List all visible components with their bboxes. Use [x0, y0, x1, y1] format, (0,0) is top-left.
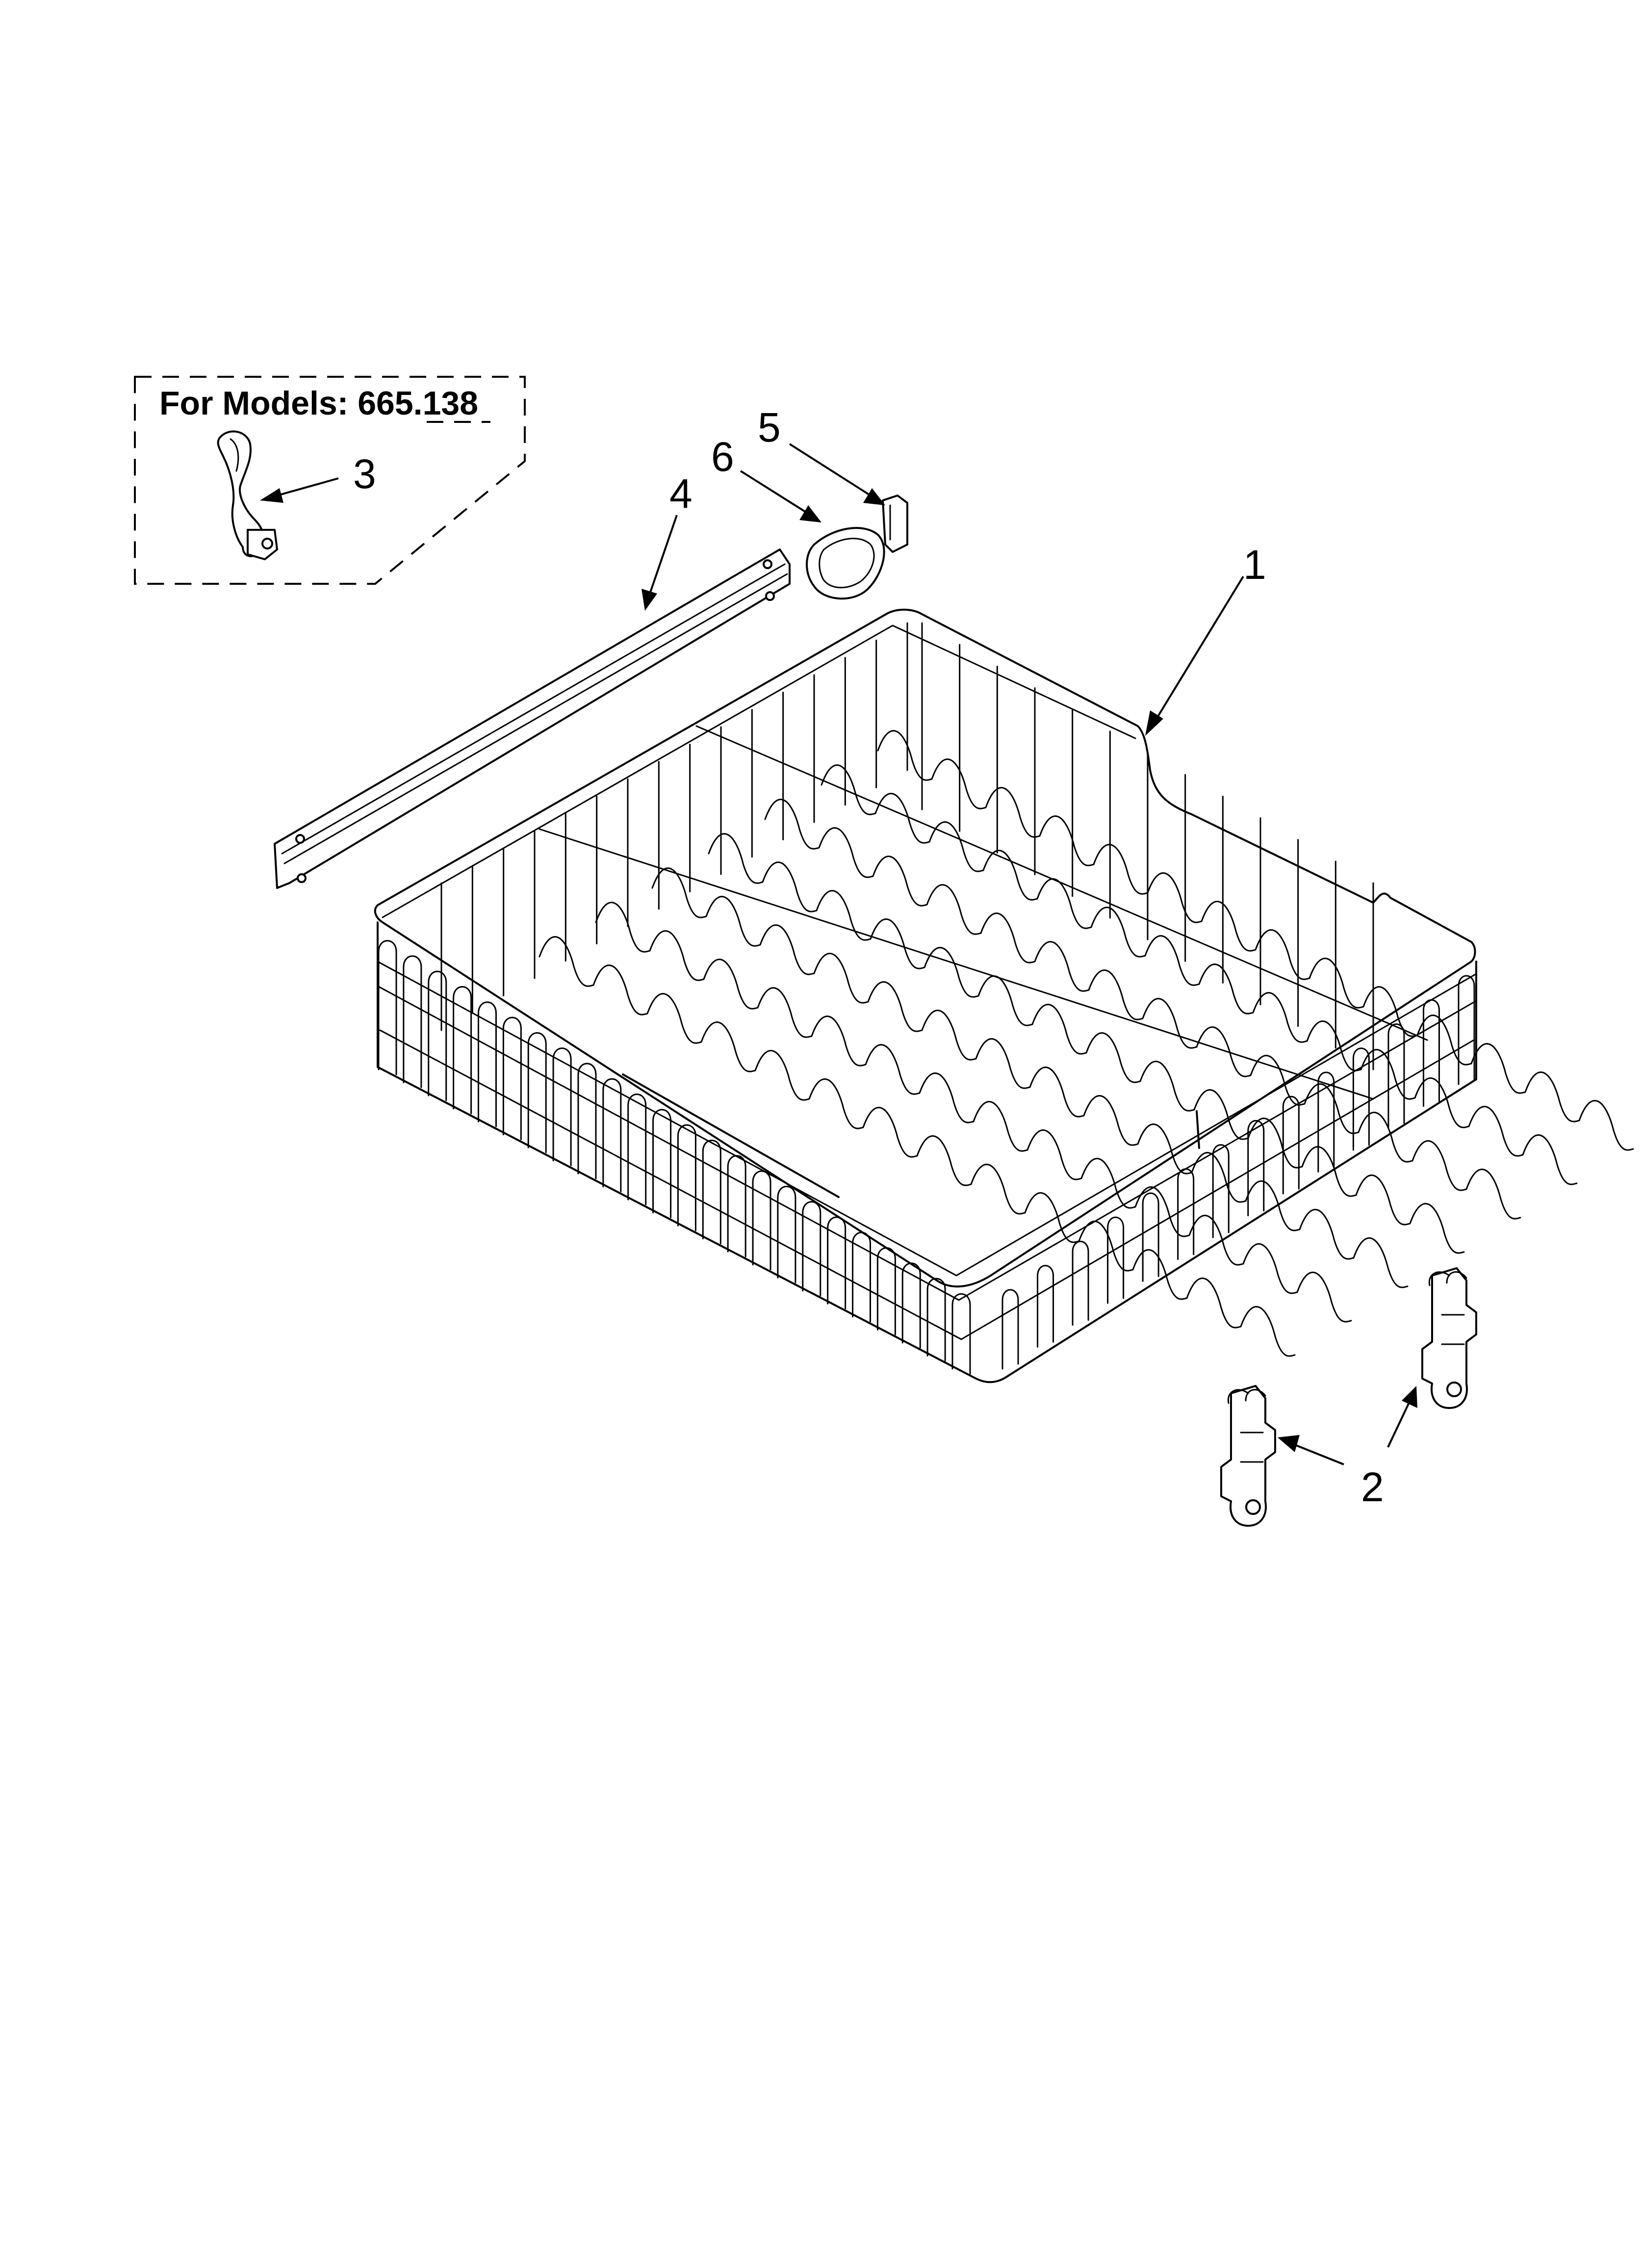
rack-wire	[752, 1170, 771, 1271]
rack-tine-row	[651, 867, 1409, 1288]
rack-tines	[539, 730, 1634, 1357]
callout-5: 5	[758, 404, 781, 450]
rack-wire	[1247, 1120, 1265, 1217]
rack-tine-row	[764, 799, 1521, 1220]
rack-wire	[602, 1078, 622, 1193]
rack-wire	[727, 1155, 746, 1257]
rack-wire	[677, 1124, 696, 1231]
rack-wire	[453, 986, 472, 1115]
rack-wire	[1037, 1265, 1054, 1348]
upper-dishrack-part	[374, 608, 1634, 1383]
model-note-text: For Models: 665.138	[159, 385, 478, 422]
rack-wire	[577, 1063, 597, 1179]
rack-wire	[527, 1032, 547, 1153]
callout-4: 4	[669, 470, 693, 517]
rack-wire	[1142, 1192, 1159, 1282]
rack-wire	[802, 1201, 821, 1297]
rack-wire	[1458, 975, 1475, 1085]
rack-wire	[1072, 1241, 1089, 1326]
rack-wire	[1107, 1216, 1125, 1304]
dishrack-clip-part	[217, 430, 278, 560]
rack-wire	[378, 940, 397, 1075]
clip-part	[882, 495, 908, 553]
rack-wire	[627, 1094, 647, 1205]
callout-2: 2	[1361, 1464, 1384, 1510]
rack-wire	[428, 970, 447, 1101]
rack-wire	[827, 1216, 847, 1309]
callout-6: 6	[711, 434, 734, 480]
rack-wire	[926, 1277, 946, 1361]
rack-wire	[502, 1017, 522, 1141]
rack-wire	[852, 1231, 872, 1323]
rack-wire	[652, 1109, 672, 1219]
rack-wire	[901, 1262, 921, 1349]
model-inset: For Models: 665.138	[134, 376, 526, 585]
rack-wire	[876, 1247, 896, 1335]
rack-wire	[1177, 1168, 1195, 1260]
rack-wire	[951, 1293, 971, 1375]
rack-tine-row	[821, 764, 1578, 1185]
rack-wire	[552, 1047, 572, 1167]
rack-adjuster-part-right	[1421, 1267, 1477, 1409]
rack-wires-front-left	[378, 940, 971, 1375]
rack-adjuster-part-left	[1220, 1385, 1276, 1527]
rack-tine-row	[708, 833, 1465, 1254]
callout-1: 1	[1243, 542, 1266, 588]
rack-wire	[1422, 999, 1440, 1107]
rack-tine-row	[877, 730, 1634, 1151]
rack-wire	[403, 955, 422, 1089]
rack-tine-row	[595, 902, 1352, 1323]
leader-lines	[260, 443, 1417, 1465]
rack-wire	[702, 1139, 721, 1245]
rack-wires-front-right	[1001, 975, 1475, 1370]
callout-labels: 1 2 3 4 5 6	[353, 404, 1384, 1510]
rack-wire	[477, 1001, 497, 1127]
rack-wire	[1212, 1144, 1230, 1238]
rack-wire	[1352, 1047, 1370, 1151]
rack-wire	[1387, 1023, 1405, 1129]
rack-wire	[777, 1185, 796, 1283]
track-part	[274, 548, 791, 889]
rack-wire	[1001, 1289, 1019, 1370]
rack-tine-row	[539, 936, 1296, 1357]
end-cap-part	[806, 527, 885, 600]
callout-3: 3	[353, 451, 376, 497]
